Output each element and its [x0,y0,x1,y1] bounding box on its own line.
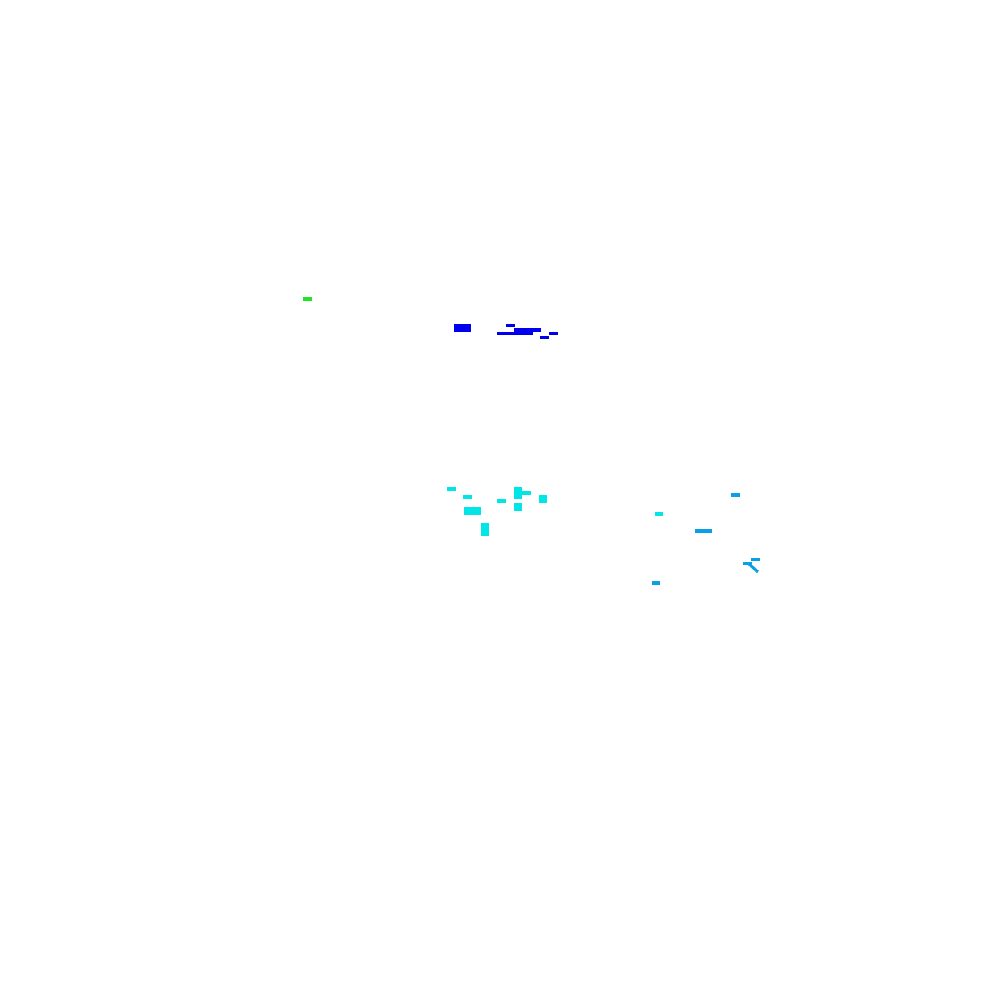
cyan-mark [447,487,456,491]
blue-mark [497,332,533,335]
blue-marks [454,324,558,339]
sky-mark-stroke [748,562,759,574]
blue-mark [549,332,558,335]
cyan-mark [514,503,522,511]
cyan-mark [655,512,663,516]
cyan-mark [497,499,506,503]
cyan-mark [522,491,531,495]
cyan-marks [447,487,663,536]
cyan-mark [481,523,489,536]
sky-marks [652,493,760,585]
cyan-mark [464,507,481,515]
green-marks [303,297,312,301]
blue-mark [514,328,541,332]
blue-mark [506,324,515,327]
sky-mark [743,562,752,565]
cyan-mark [463,495,472,499]
sky-mark [751,558,760,561]
blue-mark [454,324,471,332]
blue-mark [540,336,549,339]
sky-mark [731,493,740,497]
cyan-mark [539,495,547,503]
cyan-mark [514,487,522,499]
sky-mark [695,529,712,533]
sky-mark [652,581,660,585]
green-mark [303,297,312,301]
